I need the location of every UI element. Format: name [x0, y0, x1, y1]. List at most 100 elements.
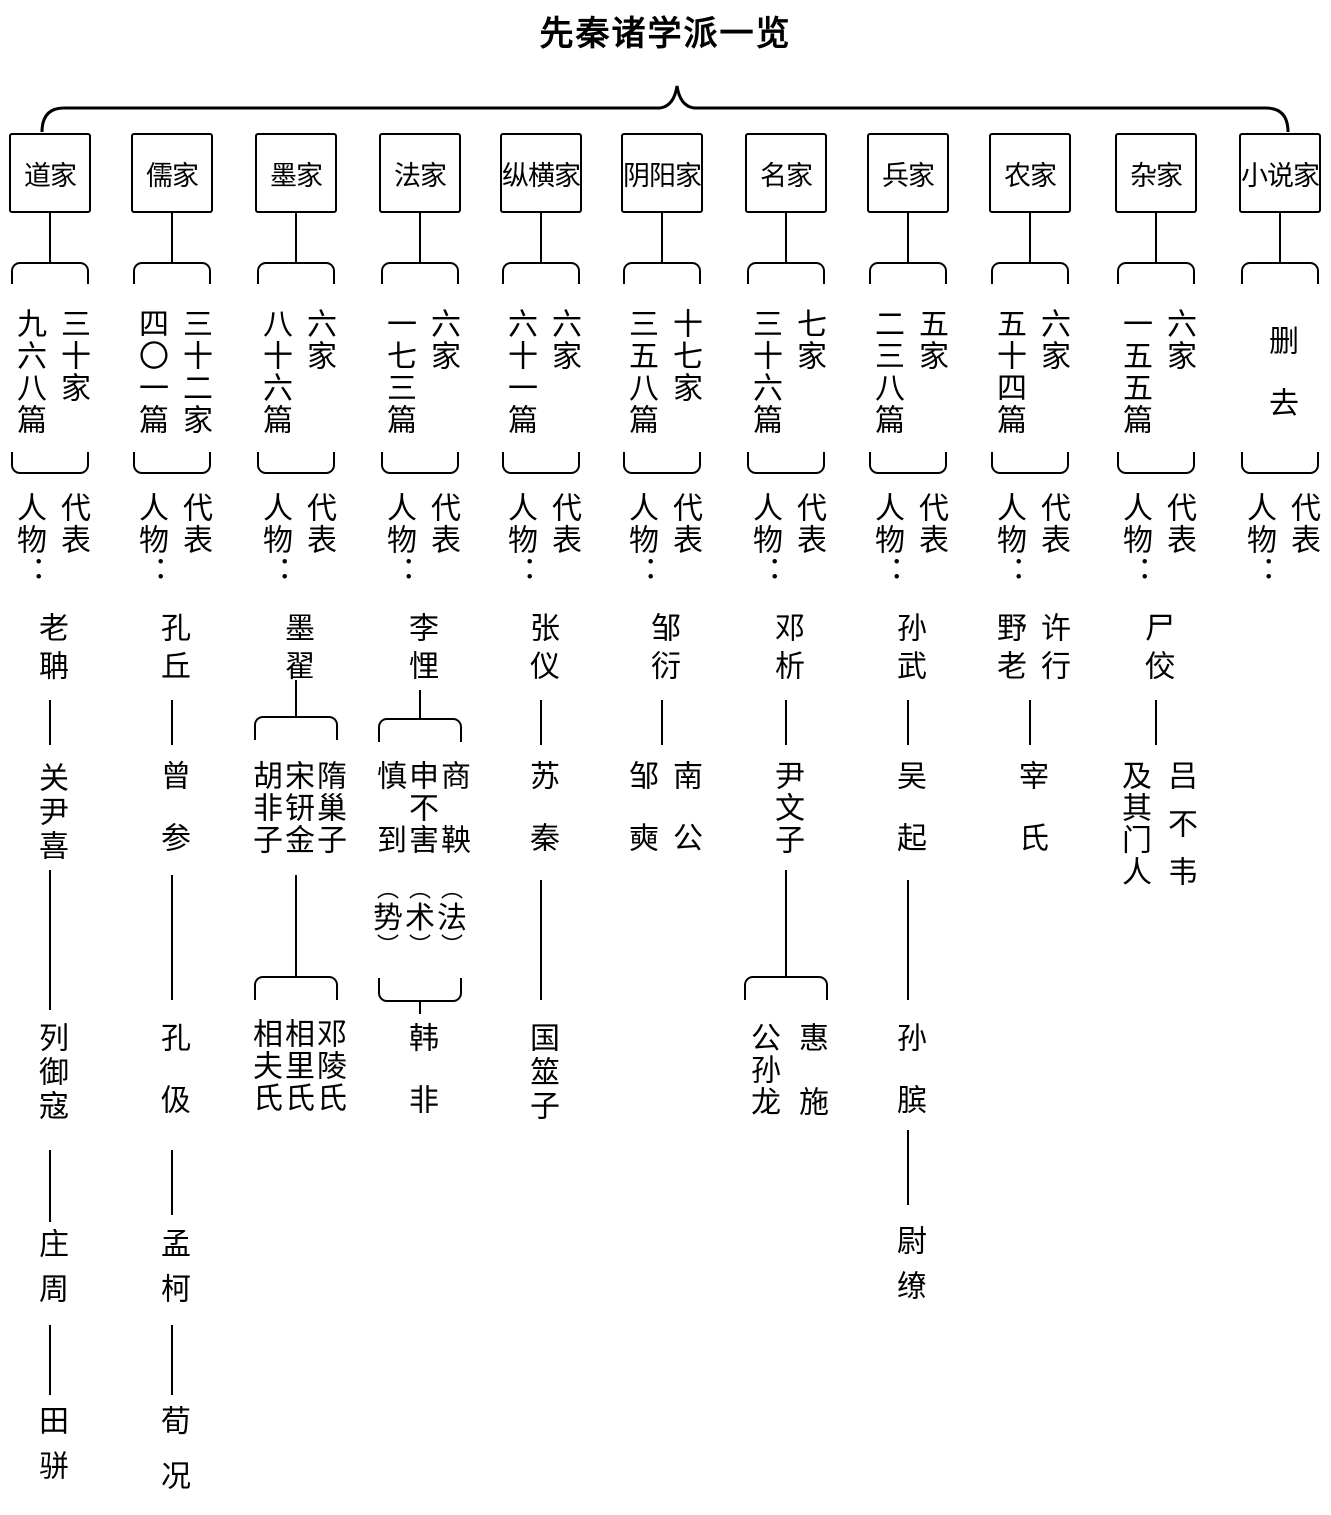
person-node: 曾参 — [155, 760, 190, 884]
name-column: 列御寇 — [33, 1022, 68, 1124]
name-column: 商鞅 — [435, 760, 470, 888]
person-node: 苏秦 — [524, 760, 559, 884]
works-bracket-bottom — [1241, 452, 1319, 474]
branch-bracket — [254, 716, 338, 740]
name-column: 李悝 — [403, 612, 438, 688]
paren-open-icon: ︵ — [408, 878, 431, 903]
name-column: 慎到 — [371, 760, 406, 888]
name-column: 孟柯 — [155, 1228, 190, 1318]
paren-close-icon: ︶ — [376, 934, 399, 959]
doctrine-label: ︵势︶ — [372, 880, 404, 958]
connector-line — [49, 700, 51, 745]
person-node: 国筮子 — [524, 1022, 559, 1124]
name-column: 人物： — [991, 492, 1026, 588]
name-column: 曾参 — [155, 760, 190, 884]
merge-bracket — [378, 978, 462, 1002]
name-column: 五十四篇 — [991, 308, 1026, 436]
name-column: 四〇一篇 — [133, 308, 168, 436]
connector-line — [907, 700, 909, 745]
person-node: 田骈 — [33, 1405, 68, 1495]
name-column: 七家 — [791, 308, 826, 372]
name-column: 宋钘金 — [279, 760, 314, 856]
box-stem-line — [661, 212, 663, 262]
person-node: 列御寇 — [33, 1022, 68, 1124]
name-column: 宰氏 — [1013, 760, 1048, 884]
name-column: 邓析 — [769, 612, 804, 688]
school-box-6: 名家 — [745, 133, 827, 213]
name-column: 惠施 — [793, 1022, 828, 1150]
name-column: 许行 — [1035, 612, 1070, 688]
representatives-label: 代表人物： — [381, 492, 460, 588]
name-column: 人物： — [1117, 492, 1152, 588]
name-column: 关尹喜 — [33, 762, 68, 864]
name-column: 尸佼 — [1139, 612, 1174, 688]
connector-line — [295, 875, 297, 976]
name-column: 代表 — [546, 492, 581, 556]
person-node: 孔丘 — [155, 612, 190, 688]
name-column: 八十六篇 — [257, 308, 292, 436]
school-box-0: 道家 — [9, 133, 91, 213]
box-stem-line — [295, 212, 297, 262]
connector-line — [907, 880, 909, 1000]
works-bracket-bottom — [747, 452, 825, 474]
name-column: 九六八篇 — [11, 308, 46, 436]
works-count: 三十二家四〇一篇 — [133, 308, 212, 436]
name-column: 删去 — [1263, 325, 1298, 449]
person-node: 关尹喜 — [33, 762, 68, 864]
representatives-label: 代表人物： — [1117, 492, 1196, 588]
connector-line — [661, 700, 663, 745]
works-bracket-top — [623, 262, 701, 284]
person-node: 孙武 — [891, 612, 926, 688]
name-column: 人物： — [747, 492, 782, 588]
school-box-7: 兵家 — [867, 133, 949, 213]
name-column: 孔伋 — [155, 1022, 190, 1146]
name-column: 三十二家 — [177, 308, 212, 436]
name-column: 墨翟 — [279, 612, 314, 688]
works-bracket-top — [1117, 262, 1195, 284]
name-column: 六家 — [301, 308, 336, 372]
person-node: 邓陵氏相里氏相夫氏 — [247, 1018, 346, 1114]
box-stem-line — [540, 212, 542, 262]
school-box-8: 农家 — [989, 133, 1071, 213]
name-column: 二三八篇 — [869, 308, 904, 436]
box-stem-line — [419, 212, 421, 262]
name-column: 代表 — [1035, 492, 1070, 556]
works-bracket-top — [502, 262, 580, 284]
works-bracket-top — [869, 262, 947, 284]
person-node: 南公邹奭 — [623, 760, 702, 884]
name-column: 代表 — [301, 492, 336, 556]
name-column: 相夫氏 — [247, 1018, 282, 1114]
connector-line — [49, 1325, 51, 1395]
name-column: 代表 — [913, 492, 948, 556]
name-column: 张仪 — [524, 612, 559, 688]
doctrine-label: ︵法︶ — [436, 880, 468, 958]
works-count: 六家八十六篇 — [257, 308, 336, 436]
name-column: 人物： — [11, 492, 46, 588]
person-node: 宰氏 — [1013, 760, 1048, 884]
doctrine-text: 法 — [437, 901, 467, 936]
person-node: 老聃 — [33, 612, 68, 688]
name-column: 三五八篇 — [623, 308, 658, 436]
name-column: 代表 — [1161, 492, 1196, 556]
name-column: 老聃 — [33, 612, 68, 688]
name-column: 代表 — [791, 492, 826, 556]
name-column: 六家 — [1161, 308, 1196, 372]
person-node: 孔伋 — [155, 1022, 190, 1146]
person-node: 尸佼 — [1139, 612, 1174, 688]
works-bracket-top — [133, 262, 211, 284]
branch-bracket — [744, 976, 828, 1000]
name-column: 六十一篇 — [502, 308, 537, 436]
connector-line — [295, 680, 297, 716]
works-count: 六家一七三篇 — [381, 308, 460, 436]
representatives-label: 代表人物： — [747, 492, 826, 588]
name-column: 荀况 — [155, 1405, 190, 1515]
name-column: 一五五篇 — [1117, 308, 1152, 436]
branch-bracket — [254, 976, 338, 1000]
works-count: 删去 — [1263, 325, 1298, 449]
name-column: 六家 — [425, 308, 460, 372]
person-node: 邓析 — [769, 612, 804, 688]
works-bracket-bottom — [869, 452, 947, 474]
name-column: 五家 — [913, 308, 948, 372]
top-brace — [40, 85, 1290, 133]
connector-line — [49, 870, 51, 1010]
